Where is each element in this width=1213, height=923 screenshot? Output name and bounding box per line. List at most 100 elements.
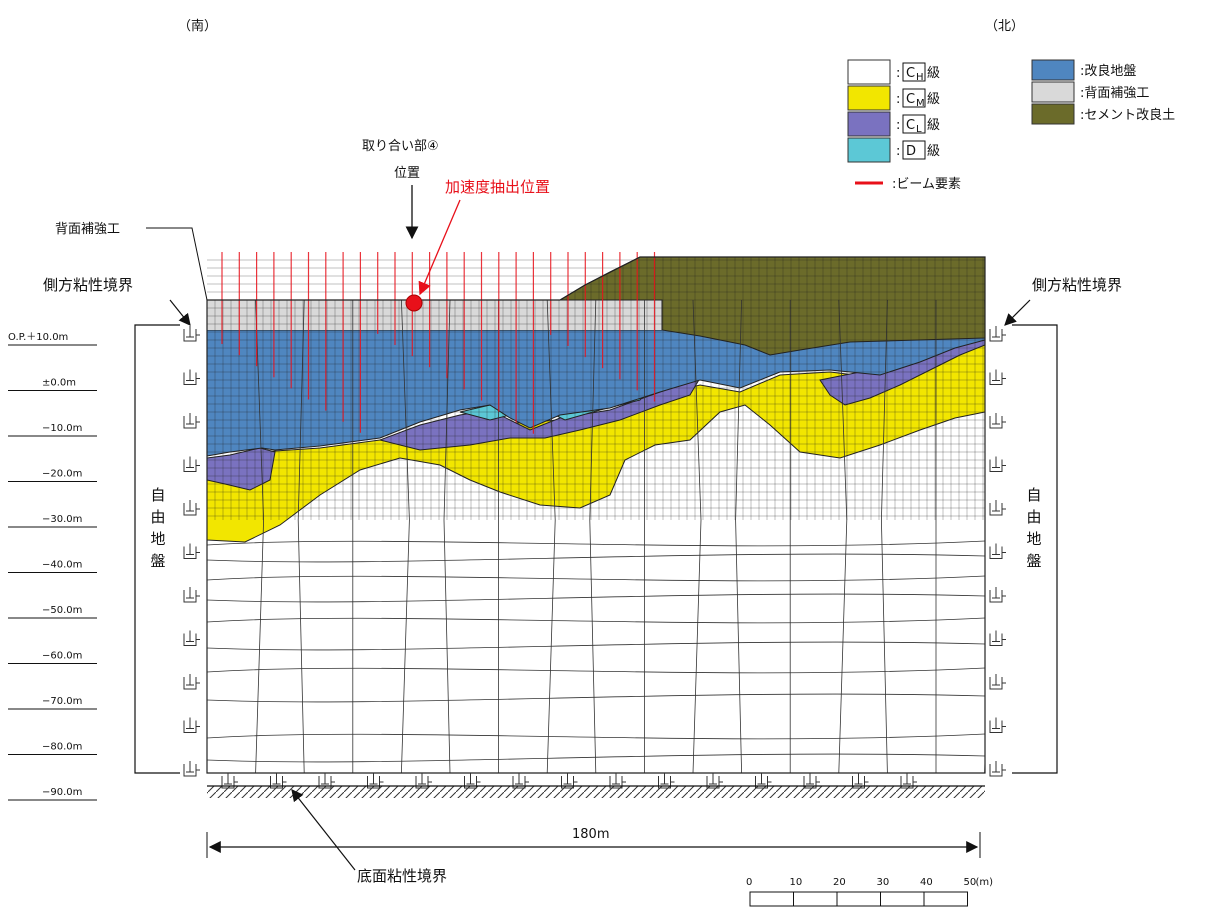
legend-class-box-0 bbox=[902, 62, 926, 82]
scale-tick-label: 20 bbox=[833, 877, 846, 888]
junction-label-line2: 位置 bbox=[394, 166, 420, 181]
mesh-h-line bbox=[207, 667, 985, 674]
legend-class-2: C bbox=[906, 118, 915, 133]
elevation-label: −10.0m bbox=[42, 423, 82, 434]
legend-beam: :ビーム要素 bbox=[855, 177, 961, 192]
legend-class-suffix-2: 級 bbox=[927, 118, 940, 133]
bottom-boundary-arrow bbox=[291, 789, 356, 871]
dashpot-icon bbox=[989, 413, 1006, 429]
dashpot-icon bbox=[183, 587, 200, 603]
dashpot-icon bbox=[183, 456, 200, 472]
elevation-label: −40.0m bbox=[42, 560, 82, 571]
bottom-boundary-label: 底面粘性境界 bbox=[357, 867, 447, 885]
scale-tick-label: 30 bbox=[877, 877, 890, 888]
width-label: 180m bbox=[572, 827, 609, 842]
elevation-label: −50.0m bbox=[42, 605, 82, 616]
dashpot-icon bbox=[989, 543, 1006, 559]
legend-swatch-2 bbox=[847, 111, 891, 137]
legend-prefix-1: : bbox=[896, 92, 900, 107]
scale-unit-label: (m) bbox=[976, 877, 994, 888]
dashpot-icon bbox=[183, 369, 200, 385]
legend-class-box-2 bbox=[902, 114, 926, 134]
legend-class-sub-2: L bbox=[916, 124, 922, 135]
mesh-v-line bbox=[735, 299, 742, 773]
beam-elements bbox=[221, 252, 656, 434]
legend-beam-label: :ビーム要素 bbox=[892, 177, 961, 192]
accel-point-label: 加速度抽出位置 bbox=[445, 178, 550, 196]
scale-bar-frame bbox=[749, 891, 968, 907]
mesh-v-line bbox=[255, 299, 265, 773]
lateral-boundary-left-arrow bbox=[169, 299, 191, 326]
elevation-label: −70.0m bbox=[42, 696, 82, 707]
legend-class-1: C bbox=[906, 92, 915, 107]
legend-material-label-2: :セメント改良土 bbox=[1080, 107, 1175, 123]
legend-class-box-1 bbox=[902, 88, 926, 108]
direction-north: （北） bbox=[985, 19, 1024, 34]
back-reinforcement-zone bbox=[207, 300, 662, 330]
mesh-v-line bbox=[443, 299, 451, 773]
legend-material-label-0: :改良地盤 bbox=[1080, 63, 1136, 79]
lateral-boundary-left-label: 側方粘性境界 bbox=[43, 276, 133, 294]
acceleration-extraction-point bbox=[405, 294, 423, 312]
mesh-v-line bbox=[589, 299, 597, 773]
dashpot-icon bbox=[183, 500, 200, 516]
mesh-horizontal-lines bbox=[207, 540, 985, 763]
elevation-label: −60.0m bbox=[42, 651, 82, 662]
lateral-boundary-right-arrow bbox=[1004, 299, 1031, 326]
mesh-v-line bbox=[880, 299, 888, 773]
legend-prefix-2: : bbox=[896, 118, 900, 133]
free-ground-left-bracket bbox=[134, 324, 180, 774]
dashpot-icon bbox=[183, 326, 200, 342]
scale-tick-label: 40 bbox=[920, 877, 933, 888]
dashpot-icon bbox=[183, 674, 200, 690]
legend-material-label-1: :背面補強工 bbox=[1080, 86, 1149, 101]
dashpot-icon bbox=[183, 761, 200, 777]
scale-tick-label: 50 bbox=[964, 877, 977, 888]
fem-model bbox=[207, 252, 985, 773]
dashpot-icon bbox=[183, 630, 200, 646]
mesh-h-line bbox=[207, 553, 985, 563]
mesh-h-line bbox=[207, 641, 985, 651]
legend-swatch-3 bbox=[847, 137, 891, 163]
direction-south: （南） bbox=[178, 18, 217, 34]
dashpot-icon bbox=[989, 326, 1006, 342]
legend-materials: :改良地盤 :背面補強工 :セメント改良土 bbox=[1031, 59, 1175, 125]
legend-prefix-0: : bbox=[896, 66, 900, 81]
dashpot-icon bbox=[989, 587, 1006, 603]
elevation-label: −90.0m bbox=[42, 787, 82, 798]
legend-class-suffix-1: 級 bbox=[927, 92, 940, 107]
legend-prefix-3: : bbox=[896, 144, 900, 159]
mesh-v-line bbox=[401, 299, 410, 773]
ground-hatch bbox=[207, 786, 985, 798]
mesh-h-line bbox=[207, 593, 985, 603]
dashpot-icon bbox=[183, 543, 200, 559]
mesh-h-line bbox=[207, 617, 985, 624]
legend-class-0: C bbox=[906, 66, 915, 81]
legend-class-sub-0: H bbox=[916, 72, 924, 83]
mesh-v-line bbox=[546, 299, 556, 773]
legend-class-suffix-0: 級 bbox=[927, 66, 940, 81]
mesh-h-line bbox=[207, 753, 985, 763]
dashpot-icon bbox=[989, 630, 1006, 646]
dashpot-icon bbox=[989, 717, 1006, 733]
mesh-h-line bbox=[207, 540, 985, 547]
elevation-label: O.P.＋10.0m bbox=[8, 332, 68, 343]
legend-material-swatch-1 bbox=[1031, 81, 1075, 103]
junction-label-line1: 取り合い部④ bbox=[362, 139, 439, 154]
back-reinforcement-label: 背面補強工 bbox=[55, 222, 120, 237]
model-outline bbox=[206, 256, 986, 774]
elevation-label: −20.0m bbox=[42, 469, 82, 480]
elevation-label: −80.0m bbox=[42, 742, 82, 753]
cl-class-zone bbox=[207, 447, 276, 491]
dashpot-icon bbox=[989, 456, 1006, 472]
scale-tick-label: 10 bbox=[790, 877, 803, 888]
accel-pointer-line bbox=[418, 199, 461, 296]
legend-class-suffix-3: 級 bbox=[927, 144, 940, 159]
mesh-vertical-lines bbox=[207, 299, 985, 773]
mesh-v-line bbox=[692, 299, 702, 773]
lateral-boundary-right-label: 側方粘性境界 bbox=[1032, 276, 1122, 294]
free-ground-right-bracket bbox=[1012, 324, 1058, 774]
